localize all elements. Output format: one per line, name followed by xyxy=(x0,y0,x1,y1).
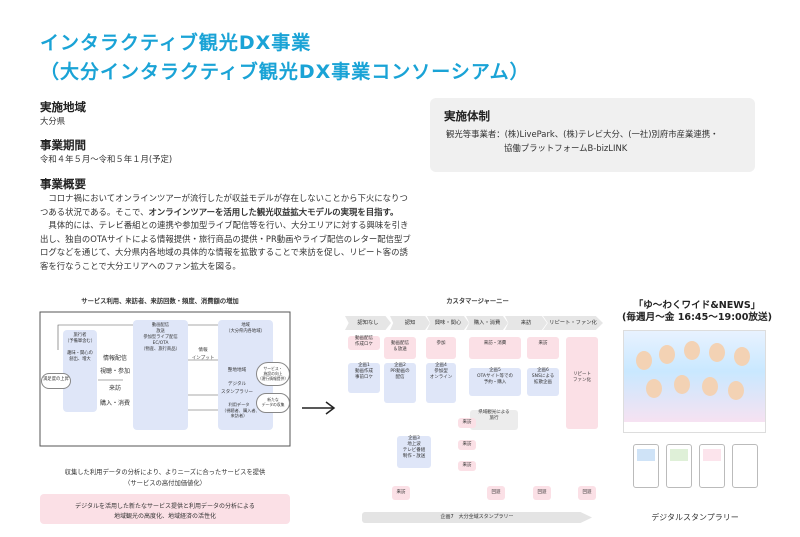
journey-stage-6: リピート・ファン化 xyxy=(543,316,603,330)
left-caption-2: （サービスの高付加価値化） xyxy=(124,480,206,487)
location-value: 大分県 xyxy=(40,116,66,126)
return-label-3: 回遊 xyxy=(578,486,596,500)
location-heading: 実施地域 xyxy=(40,100,86,114)
left-pink-box: デジタルを活用した新たなサービス提供と利用データの分析による 地域観光の高度化、… xyxy=(40,494,290,524)
structure-box: 実施体制 観光等事業者：(株)LivePark、(株)テレビ大分、(一社)別府市… xyxy=(430,98,755,172)
arrow-right-icon xyxy=(302,401,336,415)
plan-4: 企画4 参加型 オンライン xyxy=(426,363,456,403)
visit-label-3: 来訪 xyxy=(458,440,476,450)
usage-data-label: 利用データ （視聴者、購入者、 来訪者） xyxy=(222,402,260,418)
location-section: 実施地域 大分県 xyxy=(40,99,415,129)
page-subtitle: （大分インタラクティブ観光DX事業コンソーシアム） xyxy=(40,61,530,83)
structure-line-1: 観光等事業者：(株)LivePark、(株)テレビ大分、(一社)別府市産業連携・ xyxy=(446,129,719,139)
news-title: 「ゆ～わくワイド&NEWS」 (毎週月～金 16:45～19:00放送) xyxy=(622,300,772,324)
action-view: 視聴・参加 xyxy=(100,368,131,375)
service-up-node: サービス・ 施設の向上 （運行情報提供） xyxy=(256,362,290,386)
journey-stage-5: 来訪 xyxy=(505,316,547,330)
new-data-node: 新たな データの収集 xyxy=(256,393,290,413)
platform-node: 動画配信 放送 参加型ライブ配信 EC/OTA （物産、旅行商品） xyxy=(133,320,188,430)
col-head-5: 来訪 xyxy=(527,337,559,359)
action-visit: 来訪 xyxy=(108,385,121,392)
plan-5: 企画5 OTAサイト等での 予約・購入 xyxy=(469,368,521,396)
stamp-phone-1 xyxy=(633,444,659,488)
area-label: 整地地域 xyxy=(227,368,247,373)
period-value: 令和４年５月～令和５年１月(予定) xyxy=(40,154,173,164)
action-buy: 購入・消費 xyxy=(100,400,131,407)
summary-text-2: 具体的には、テレビ番組との連携や参加型ライブ配信等を行い、大分エリアに対する興味… xyxy=(40,220,411,271)
news-line-1: 「ゆ～わくワイド&NEWS」 xyxy=(633,300,761,311)
journey-stage-1: 認知なし xyxy=(345,316,391,330)
journey-stage-4: 購入・消費 xyxy=(466,316,508,330)
return-label-1: 回遊 xyxy=(487,486,505,500)
visit-label-4: 来訪 xyxy=(458,461,476,471)
summary-body: コロナ禍においてオンラインツアーが流行したが収益モデルが存在しないことから下火に… xyxy=(40,192,415,273)
structure-line-2: 協働プラットフォームB-bizLINK xyxy=(504,142,628,153)
pink-line-1: デジタルを活用した新たなサービス提供と利用データの分析による xyxy=(75,503,255,510)
stamp-rally-caption: デジタルスタンプラリー xyxy=(651,513,739,522)
left-caption-1: 収集した利用データの分析により、よりニーズに合ったサービスを提供 xyxy=(64,469,266,476)
journey-title: カスタマージャーニー xyxy=(446,298,509,305)
summary-heading: 事業概要 xyxy=(40,177,86,191)
period-heading: 事業期間 xyxy=(40,138,86,152)
period-section: 事業期間 令和４年５月～令和５年１月(予定) xyxy=(40,137,415,167)
news-line-2: (毎週月～金 16:45～19:00放送) xyxy=(622,312,772,323)
return-label-2: 回遊 xyxy=(533,486,551,500)
visit-label-1: 来訪 xyxy=(392,486,410,500)
left-diagram-title: サービス利用、来訪者、来訪回数・頻度、消費額の増加 xyxy=(81,298,239,305)
visit-label-2: 来訪 xyxy=(458,418,476,428)
repeat-fan-box: リピート ファン化 xyxy=(566,337,598,429)
tv-program-image xyxy=(623,330,766,433)
summary-section: 事業概要 コロナ禍においてオンラインツアーが流行したが収益モデルが存在しないこと… xyxy=(40,176,415,273)
col-head-3: 参加 xyxy=(426,337,456,359)
regional-travel: 県域観光による 旅行 xyxy=(470,410,518,430)
col-head-1: 動画配信 作成ロケ xyxy=(348,336,380,350)
stamp-phone-2 xyxy=(666,444,692,488)
pink-line-2: 地域観光の高度化、地域経済の活性化 xyxy=(113,513,216,520)
plan-2: 企画2 PR動画の 配信 xyxy=(384,363,416,403)
traveler-node: 旅行者 （予備軍含む）趣味・関心の 創出、増大 xyxy=(63,330,97,412)
satisfaction-node: 満足度の上昇 xyxy=(41,373,71,389)
col-head-4: 来訪・消費 xyxy=(469,337,521,359)
plan-3: 企画3 地上波 テレビ番組 制作・放送 xyxy=(397,436,431,468)
summary-text-1: コロナ禍においてオンラインツアーが流行したが収益モデルが存在しないことから下火に… xyxy=(40,193,408,217)
page-title: インタラクティブ観光DX事業 xyxy=(40,32,312,54)
plan-6: 企画6 SNSによる 拡散企画 xyxy=(527,368,559,396)
structure-heading: 実施体制 xyxy=(444,109,490,123)
journey-stage-3: 興味・関心 xyxy=(427,316,469,330)
journey-stage-2: 認知 xyxy=(390,316,430,330)
plan-1: 企画1 動画作成 事前ロケ xyxy=(348,363,380,393)
stamp-rally-label: デジタル スタンプラリー xyxy=(220,382,254,395)
col-head-2: 動画配信 ＆放送 xyxy=(384,337,416,359)
action-info: 情報配信 xyxy=(102,355,127,362)
stamp-phone-4 xyxy=(732,444,758,488)
summary-highlight: オンラインツアーを活用した観光収益拡大モデルの実現を目指す。 xyxy=(148,206,399,217)
stamp-phone-3 xyxy=(699,444,725,488)
plan-7-stamp-rally: 企画7 大分全域スタンプラリー xyxy=(362,512,592,523)
info-input-label: 情報 インプット xyxy=(191,348,215,361)
